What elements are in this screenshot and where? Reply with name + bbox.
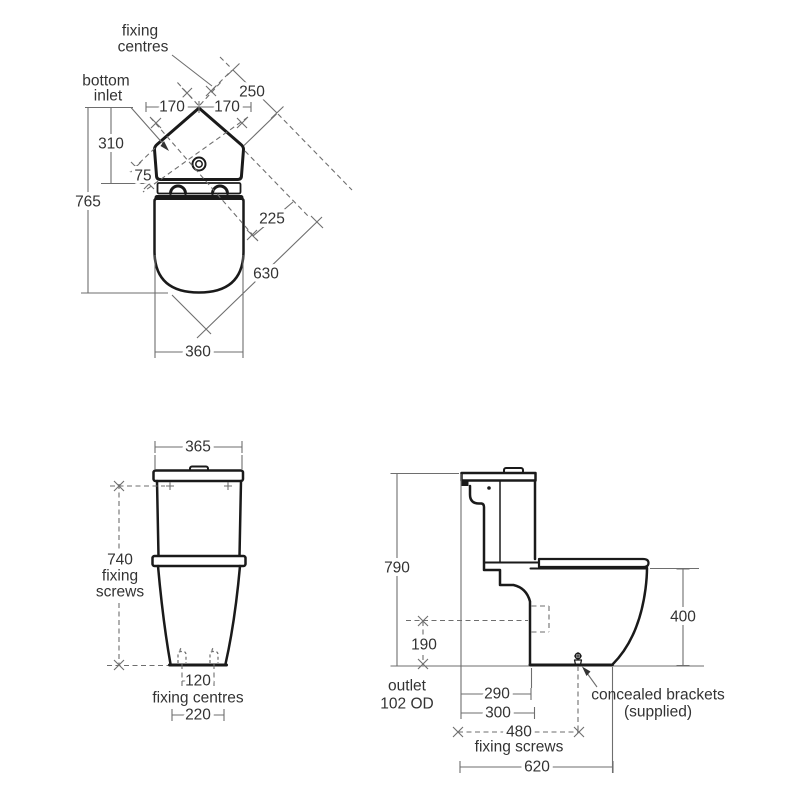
side-view-hidden-lines <box>406 605 579 734</box>
label-outlet-line2: 102 OD <box>380 696 433 713</box>
seat-hinge-holes <box>169 184 229 195</box>
dim-300: 300 <box>485 705 511 722</box>
cistern-fixing-screw-marks <box>166 482 232 490</box>
dim-620: 620 <box>524 759 550 776</box>
label-concealed-brackets-line2: (supplied) <box>624 704 692 721</box>
side-view: 790 190 outlet 102 OD 290 300 480 fixing… <box>380 467 725 779</box>
dim-170-right: 170 <box>214 99 240 116</box>
label-fixing-screws-side: fixing screws <box>475 739 564 756</box>
cistern-lid-side <box>460 471 537 482</box>
concealed-bracket-icon <box>573 652 583 666</box>
dim-365: 365 <box>185 439 211 456</box>
flush-button-plan <box>191 156 207 172</box>
label-bottom-inlet-line1: bottom <box>82 73 129 90</box>
cistern-body-front <box>155 479 243 558</box>
seat-side-profile <box>537 557 650 569</box>
dim-310: 310 <box>98 136 124 153</box>
label-outlet-line1: outlet <box>388 678 427 695</box>
dim-765: 765 <box>75 194 101 211</box>
bowl-back-profile <box>468 484 532 666</box>
seat-plan-outline <box>153 197 245 294</box>
cistern-lid-front <box>152 469 245 483</box>
label-fixing-centres-line2: centres <box>118 39 169 56</box>
dim-290: 290 <box>484 686 510 703</box>
dim-250: 250 <box>239 84 265 101</box>
cistern-plan-outline <box>153 106 245 181</box>
bracket-arrowhead <box>582 666 591 676</box>
front-view-cross-marks <box>113 480 125 671</box>
dim-75: 75 <box>134 168 151 185</box>
top-view-wall-centre-lines <box>129 56 353 242</box>
dim-790: 790 <box>384 560 410 577</box>
label-concealed-brackets-line1: concealed brackets <box>591 687 725 704</box>
bottom-inlet-arrowhead <box>160 141 169 151</box>
top-view: fixing centres bottom inlet 170 170 250 … <box>72 23 353 364</box>
dim-170-left: 170 <box>159 99 185 116</box>
top-view-fixing-cross-marks <box>130 85 258 241</box>
dim-400: 400 <box>670 609 696 626</box>
label-bottom-inlet-line2: inlet <box>94 88 123 105</box>
base-fixing-holes-hidden <box>177 647 219 663</box>
cistern-fixing-dot <box>487 486 491 490</box>
dim-220: 220 <box>185 707 211 724</box>
bowl-front-profile <box>611 566 649 666</box>
label-740-fixing: fixing <box>102 568 138 585</box>
front-view-hidden-dimension-lines <box>107 484 215 686</box>
dim-120: 120 <box>185 673 211 690</box>
dim-630: 630 <box>253 266 279 283</box>
cistern-base-band <box>151 554 247 568</box>
dim-225: 225 <box>259 211 285 228</box>
dim-190: 190 <box>411 637 437 654</box>
pedestal-front <box>156 564 242 666</box>
label-fixing-centres-front: fixing centres <box>152 690 244 707</box>
cistern-front-tab <box>461 480 469 486</box>
front-view: 365 740 fixing screws 120 fixing centres… <box>92 435 247 727</box>
dim-480: 480 <box>506 724 532 741</box>
dim-740: 740 <box>107 552 133 569</box>
side-view-cross-marks <box>417 615 585 738</box>
label-fixing-centres-line1: fixing <box>122 23 158 40</box>
front-view-dimension-lines <box>154 441 243 721</box>
dim-360: 360 <box>185 344 211 361</box>
label-740-screws: screws <box>96 584 144 601</box>
top-view-dimension-lines <box>81 54 324 358</box>
side-view-dimension-lines <box>390 472 704 773</box>
flush-button-plan-inner <box>195 160 203 168</box>
